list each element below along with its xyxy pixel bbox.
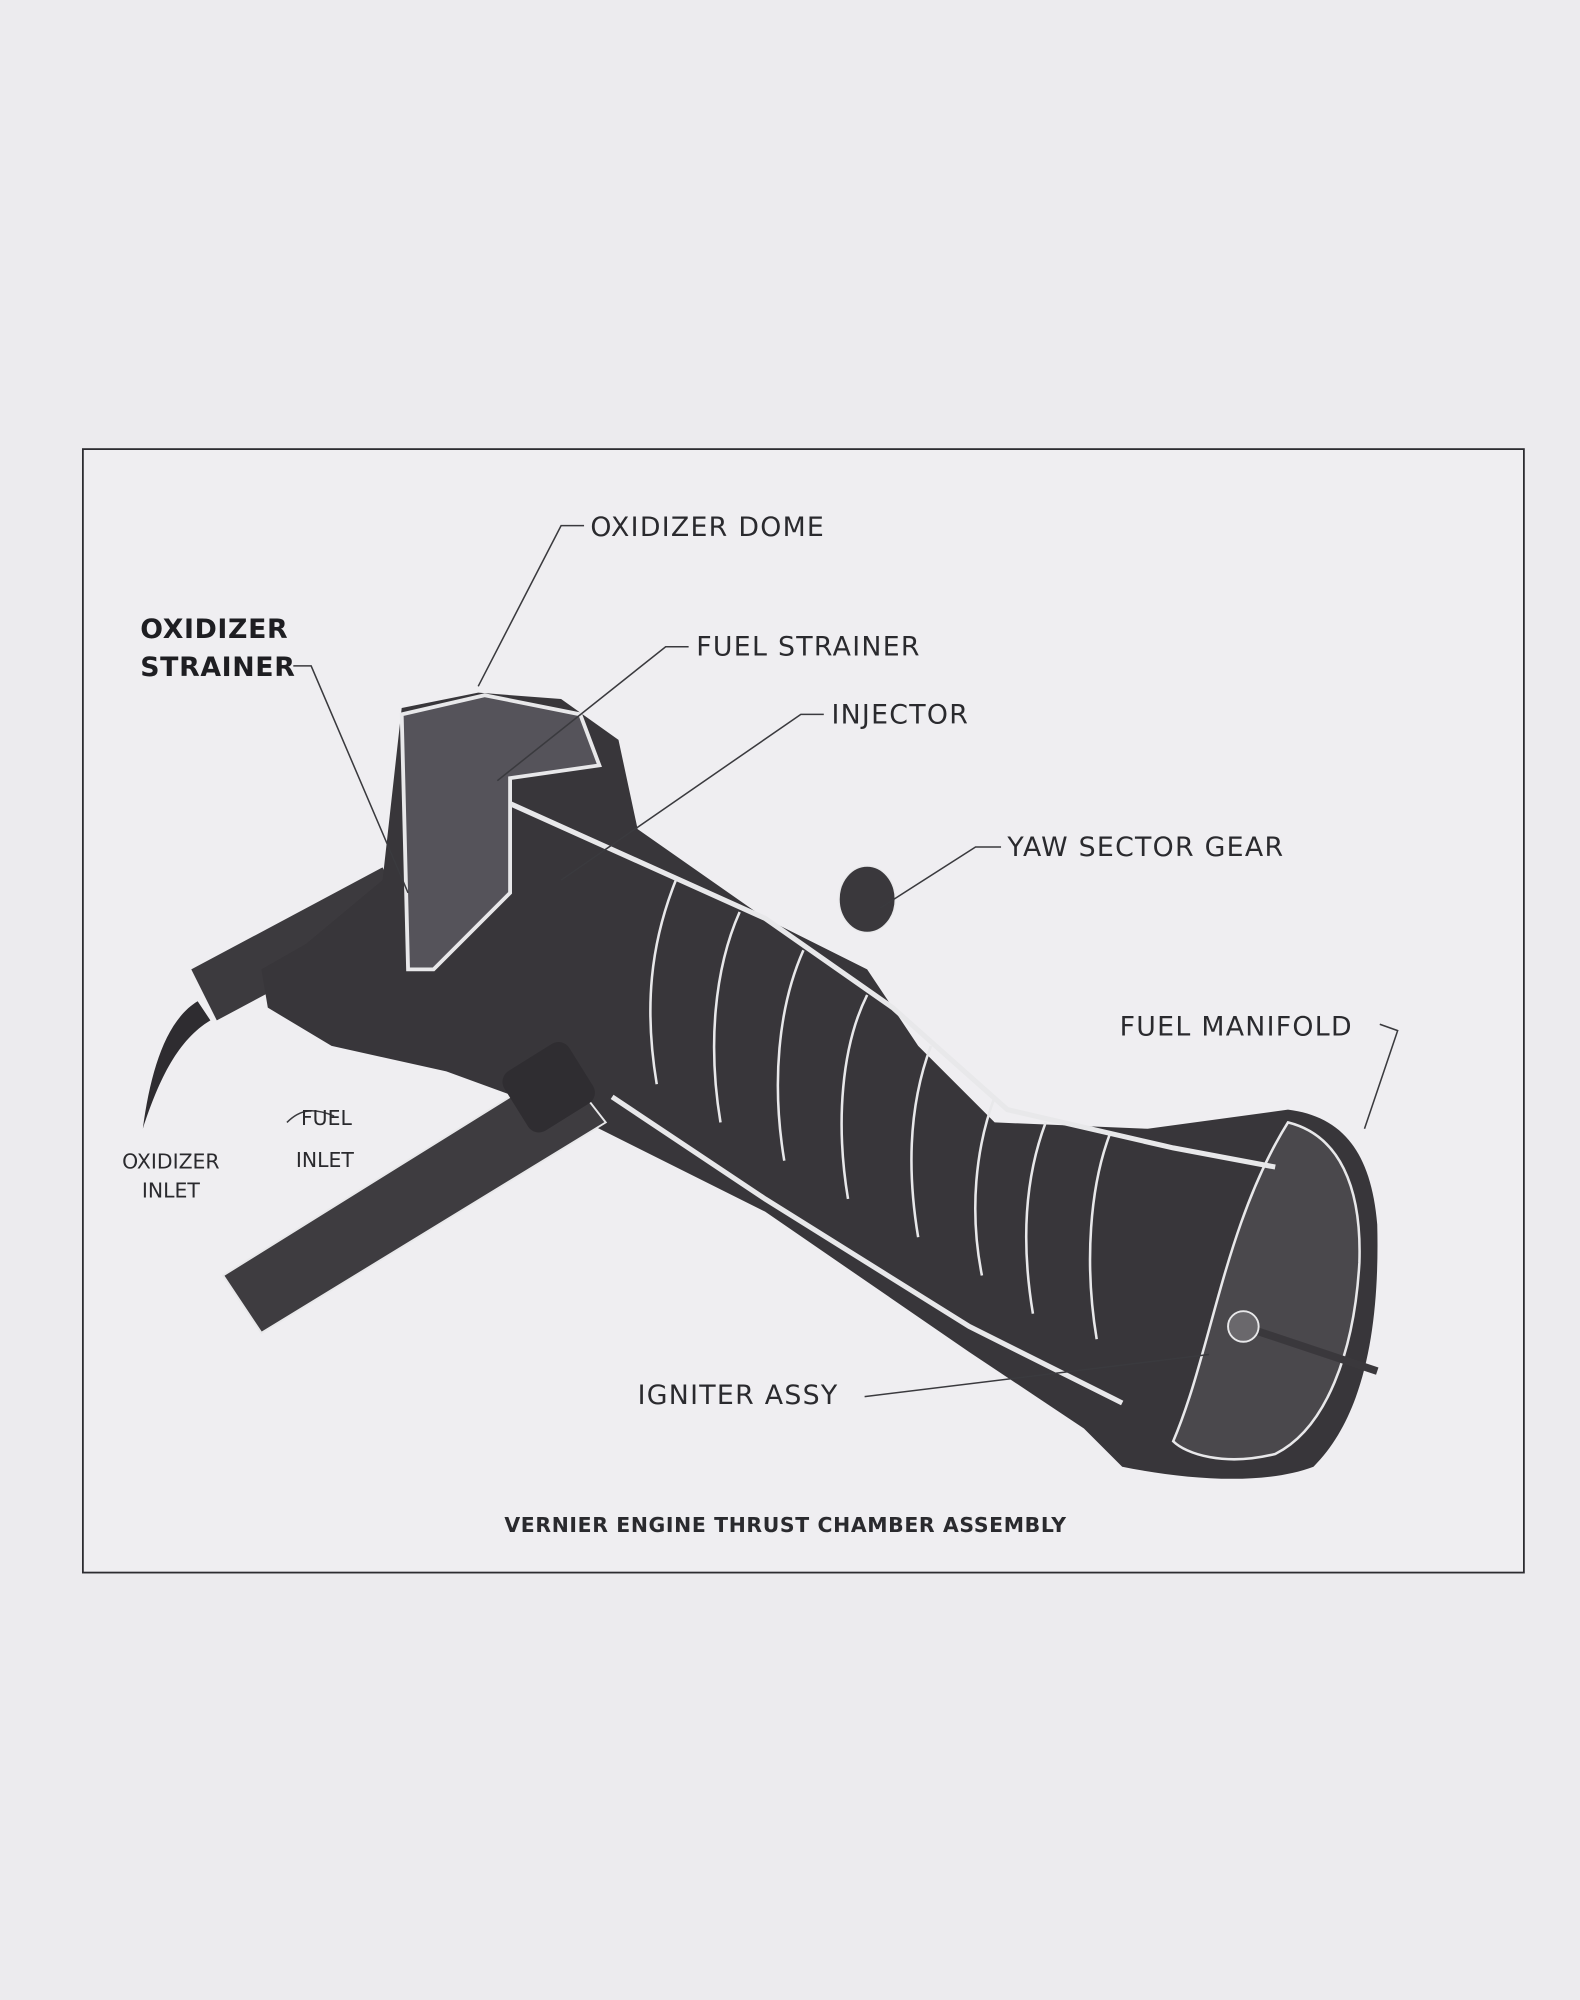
label-fuel-inlet-line2: INLET: [296, 1148, 355, 1172]
leader-lines: [286, 524, 1399, 1398]
yaw-sector-gear: [838, 865, 896, 934]
label-injector: INJECTOR: [831, 699, 969, 730]
chamber-body: [261, 692, 1378, 1479]
figure-caption: VERNIER ENGINE THRUST CHAMBER ASSEMBLY: [504, 1513, 1066, 1537]
label-oxidizer-inlet-line2: INLET: [142, 1179, 201, 1203]
igniter-rod: [1242, 1322, 1379, 1375]
label-fuel-inlet-line1: FUEL: [301, 1106, 353, 1130]
chamber-ribs: [649, 879, 1111, 1340]
label-igniter-assy: IGNITER ASSY: [638, 1380, 839, 1411]
label-fuel-manifold: FUEL MANIFOLD: [1120, 1012, 1353, 1043]
label-oxidizer-strainer-line1: OXIDIZER: [140, 614, 288, 645]
label-yaw-sector-gear: YAW SECTOR GEAR: [1006, 832, 1284, 863]
label-fuel-strainer: FUEL STRAINER: [696, 632, 920, 663]
fuel-inlet-fitting: [502, 1042, 595, 1133]
label-oxidizer-inlet-line1: OXIDIZER: [122, 1149, 219, 1173]
nozzle-bell-interior: [1171, 1120, 1361, 1461]
oxidizer-dome: [399, 693, 602, 972]
label-oxidizer-dome: OXIDIZER DOME: [590, 512, 825, 543]
coolant-passage-upper: [509, 801, 1276, 1170]
label-oxidizer-strainer-line2: STRAINER: [140, 652, 295, 683]
labels: OXIDIZER DOME OXIDIZER STRAINER FUEL STR…: [122, 512, 1353, 1537]
thrust-chamber-drawing: [142, 692, 1379, 1479]
oxidizer-inlet-hook: [142, 1001, 211, 1129]
igniter-fitting: [1227, 1310, 1260, 1343]
coolant-passage-lower: [610, 1094, 1124, 1406]
fuel-inlet-pipe: [221, 1063, 608, 1335]
